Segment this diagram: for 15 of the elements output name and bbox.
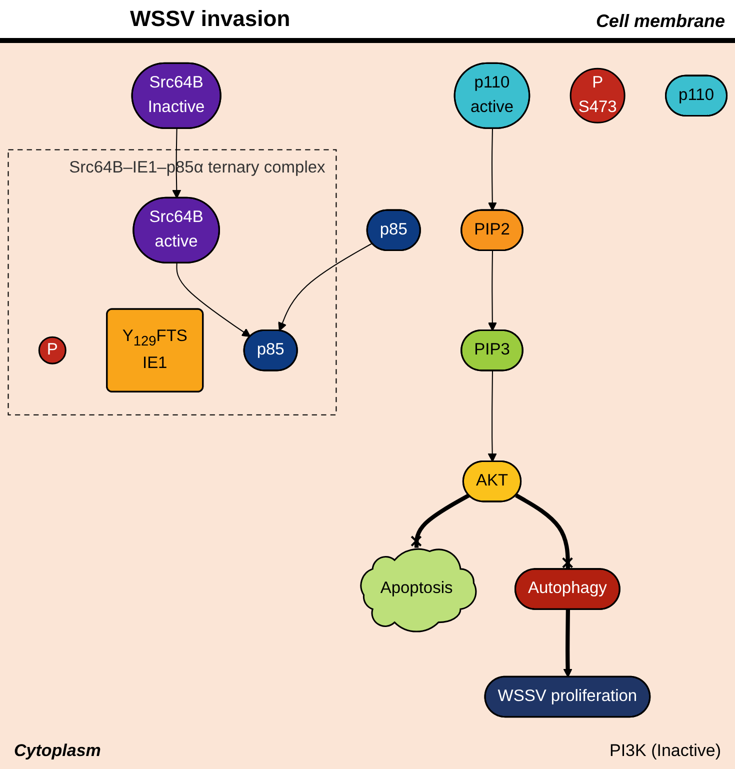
connector bbox=[515, 494, 574, 570]
arrow bbox=[488, 370, 497, 462]
region-label: Cell membrane bbox=[596, 11, 725, 32]
heading: WSSV invasion bbox=[130, 6, 290, 32]
arrow bbox=[172, 128, 182, 199]
complex-label: PI3K (Inactive) bbox=[610, 741, 721, 761]
arrow bbox=[278, 242, 372, 332]
arrow bbox=[488, 250, 497, 332]
region-label: Cytoplasm bbox=[14, 741, 101, 761]
arrow bbox=[176, 263, 251, 338]
connector bbox=[410, 494, 470, 548]
node-circle: P S473 bbox=[570, 68, 626, 124]
arrow bbox=[563, 610, 572, 678]
node-circle: P bbox=[38, 336, 66, 364]
arrow bbox=[488, 128, 497, 211]
